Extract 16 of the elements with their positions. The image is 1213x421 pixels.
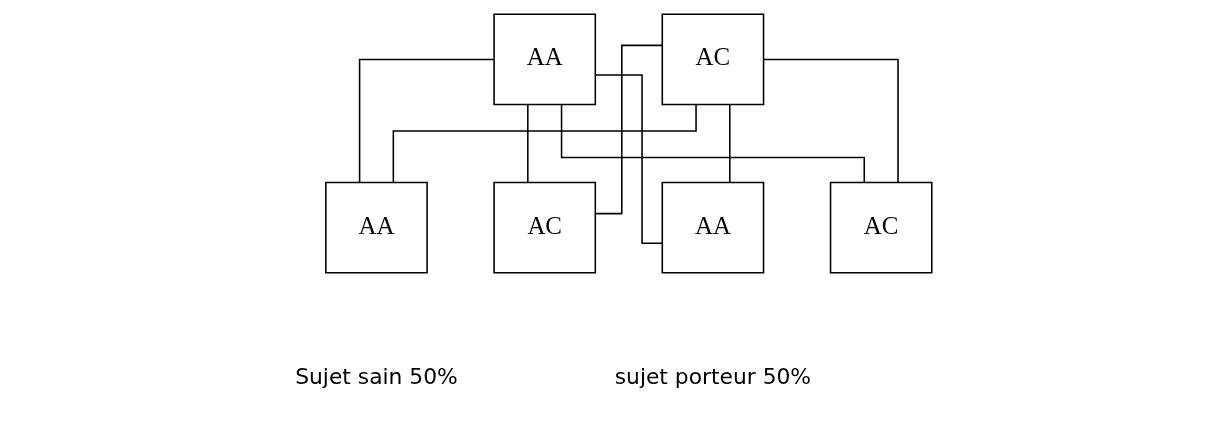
connector — [594, 74, 663, 244]
node-box: AC — [661, 13, 764, 106]
node-box: AA — [492, 13, 596, 106]
node-box: AA — [324, 181, 428, 274]
connector — [594, 44, 663, 215]
label: sujet porteur 50% — [614, 364, 811, 390]
connector — [526, 104, 529, 183]
node-box: AA — [661, 181, 764, 274]
connector — [762, 58, 899, 183]
connector — [358, 58, 494, 183]
connector — [392, 104, 697, 183]
node-box: AC — [492, 181, 596, 274]
node-box: AC — [829, 181, 933, 274]
connector — [560, 104, 865, 184]
label: Sujet sain 50% — [294, 364, 458, 390]
connector — [728, 104, 731, 183]
